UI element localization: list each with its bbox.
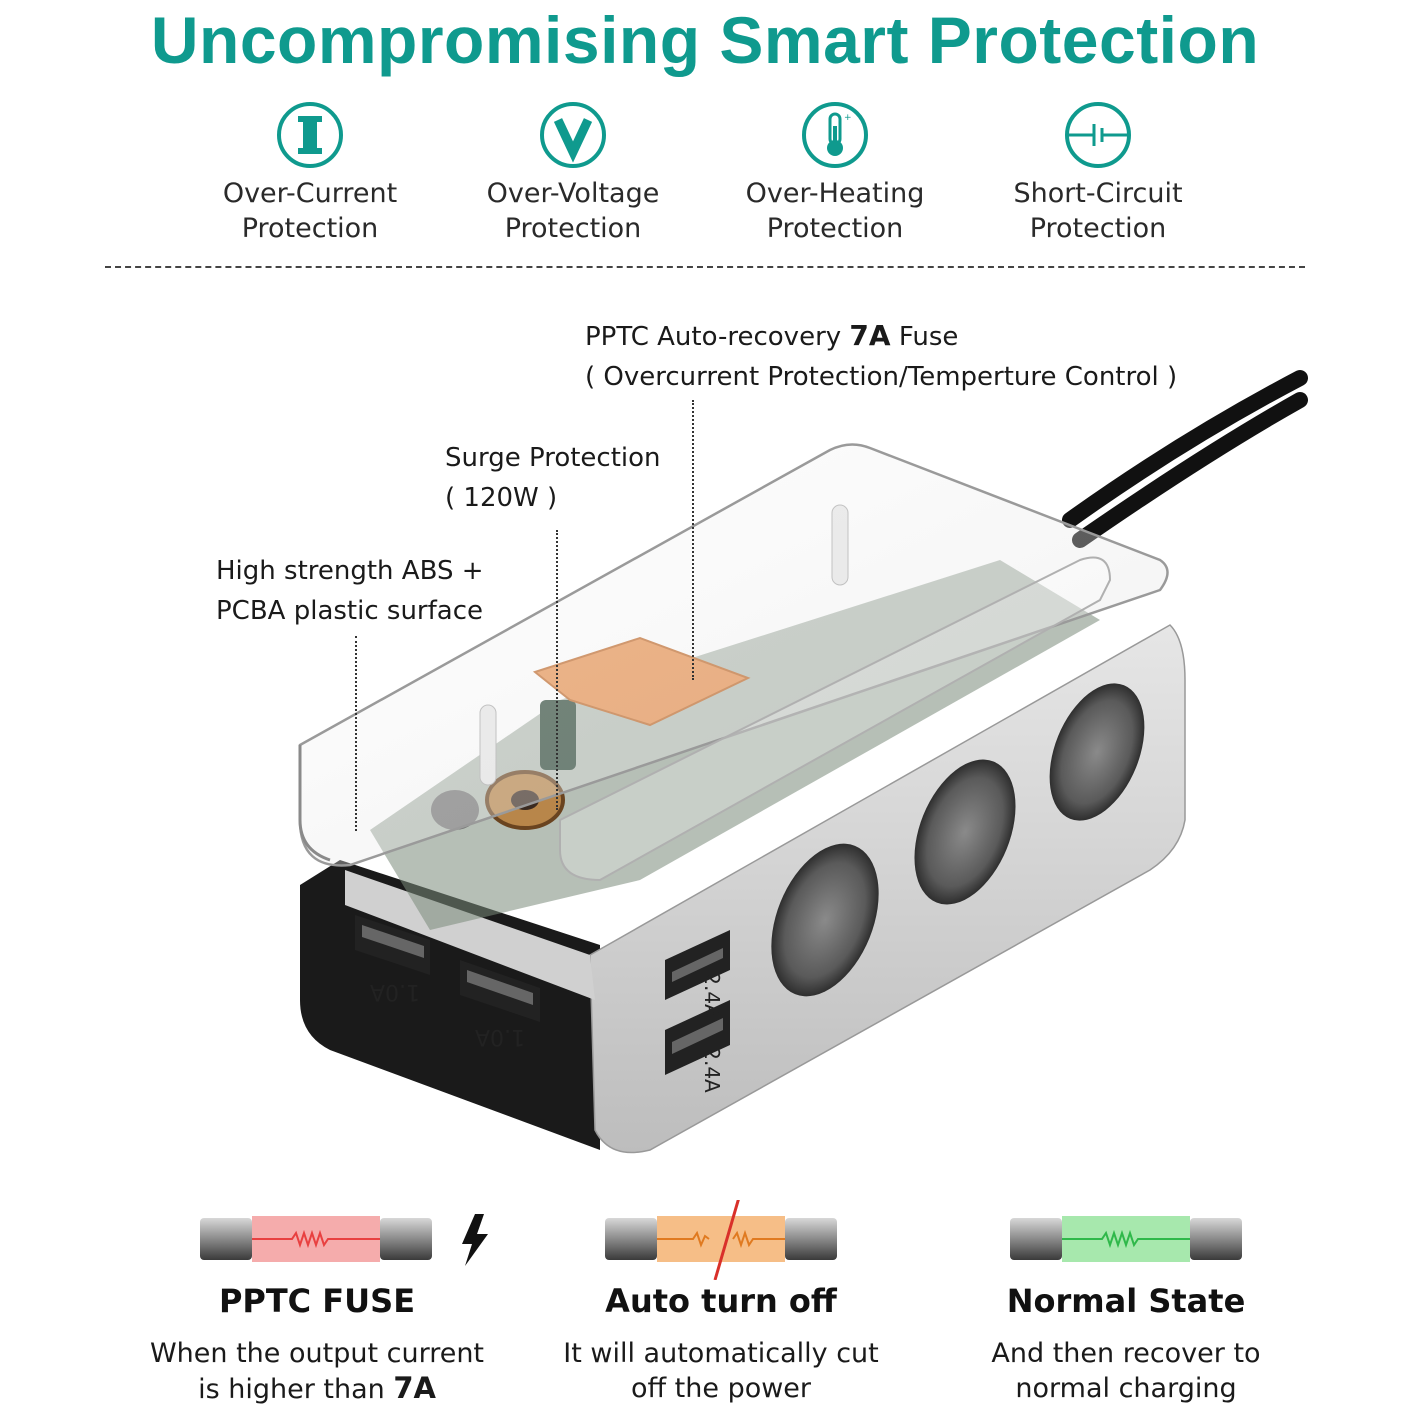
fuse-state-desc: It will automatically cut off the power xyxy=(531,1336,911,1406)
fuse-state-desc: And then recover to normal charging xyxy=(936,1336,1316,1406)
fuse-ok-icon xyxy=(1010,1216,1242,1262)
fuse-state-desc: When the output current is higher than 7… xyxy=(127,1336,507,1407)
feature-short-circuit: Short-Circuit Protection xyxy=(978,100,1218,246)
fuse-off-icon xyxy=(605,1200,837,1280)
usb-port-1 xyxy=(355,915,430,975)
feature-label: Over-Heating Protection xyxy=(745,178,925,244)
desc-bold: 7A xyxy=(393,1371,436,1405)
usb-port-4 xyxy=(665,1000,730,1075)
callout-text: PPTC Auto-recovery xyxy=(585,322,850,352)
callout-pptc-fuse: PPTC Auto-recovery 7A Fuse ( Overcurrent… xyxy=(585,316,1177,397)
callout-subtext: ( 120W ) xyxy=(445,483,558,513)
fuse-state-title: PPTC FUSE xyxy=(218,1282,416,1320)
callout-abs: High strength ABS + PCBA plastic surface xyxy=(216,551,484,631)
port-label-3: 2.4A xyxy=(700,972,724,1018)
port-label-4: 2.4A xyxy=(700,1047,724,1093)
callout-text: High strength ABS + xyxy=(216,556,484,586)
lightning-icon xyxy=(462,1214,488,1266)
callout-text: Surge Protection xyxy=(445,443,661,473)
feature-label: Over-Current Protection xyxy=(222,178,398,244)
callout-subtext: PCBA plastic surface xyxy=(216,596,483,626)
feature-over-voltage: Over-Voltage Protection xyxy=(453,100,693,246)
fuse-state-title: Auto turn off xyxy=(605,1282,837,1320)
feature-label: Short-Circuit Protection xyxy=(1013,178,1183,244)
desc-line: is higher than xyxy=(198,1374,394,1405)
callout-text: Fuse xyxy=(890,322,959,352)
svg-text:+: + xyxy=(844,113,852,123)
leader-line xyxy=(355,636,357,831)
leader-line xyxy=(556,530,558,810)
callout-surge: Surge Protection ( 120W ) xyxy=(445,438,661,518)
usb-port-3 xyxy=(665,930,730,1000)
feature-over-current: Over-Current Protection xyxy=(190,100,430,246)
car-socket-2 xyxy=(914,759,1016,905)
short-circuit-icon xyxy=(1065,102,1131,168)
car-socket-1 xyxy=(771,843,879,997)
voltage-icon xyxy=(540,102,606,168)
port-label-1: 1.0A xyxy=(370,979,420,1004)
thermometer-icon: + xyxy=(802,102,868,168)
page-title: Uncompromising Smart Protection xyxy=(150,3,1260,77)
car-charger-illustration: 1.0A 1.0A 2.4A 2.4A xyxy=(298,370,1308,1154)
fuse-state-title: Normal State xyxy=(1006,1282,1246,1320)
car-socket-3 xyxy=(1049,683,1145,821)
port-label-2: 1.0A xyxy=(475,1024,525,1049)
feature-over-heating: + Over-Heating Protection xyxy=(715,100,955,246)
leader-line xyxy=(692,400,694,680)
feature-label: Over-Voltage Protection xyxy=(486,178,660,244)
fuse-hot-icon xyxy=(200,1216,432,1262)
fuse-states-graphic xyxy=(200,1200,1242,1280)
dashed-divider xyxy=(105,266,1305,268)
desc-line: normal charging xyxy=(1015,1373,1237,1404)
callout-bold: 7A xyxy=(849,319,891,352)
desc-line: off the power xyxy=(630,1373,812,1404)
current-icon xyxy=(277,102,343,168)
desc-line: It will automatically cut xyxy=(563,1338,879,1369)
desc-line: And then recover to xyxy=(991,1338,1261,1369)
desc-line: When the output current xyxy=(149,1338,485,1369)
usb-port-2 xyxy=(460,960,540,1022)
callout-subtext: ( Overcurrent Protection/Temperture Cont… xyxy=(585,362,1178,392)
